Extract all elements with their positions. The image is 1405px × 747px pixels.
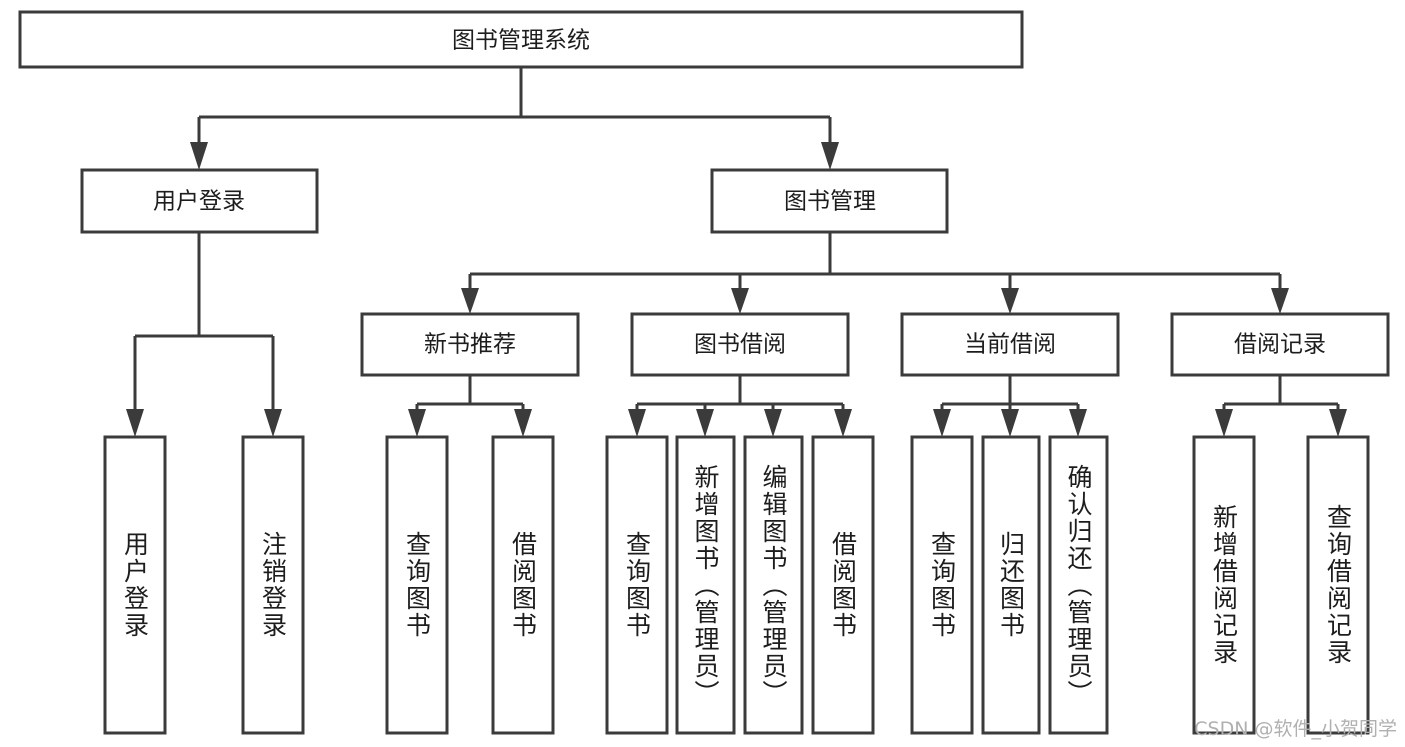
connector-group-root-to-level2 — [190, 67, 839, 170]
node-borrow-records[interactable]: 借阅记录 — [1170, 312, 1390, 377]
node-book-management-label: 图书管理 — [784, 189, 876, 215]
arrowhead-leaf-cb-query — [933, 409, 951, 437]
leaf-boxes-borrow-records — [1192, 435, 1370, 735]
arrowhead-book-mgmt — [821, 142, 839, 170]
arrowhead-current-borrow — [1001, 288, 1019, 314]
node-root-box — [18, 10, 1024, 69]
connector-group-new-book-recommend-children — [408, 375, 532, 437]
arrowhead-leaf-cb-confirm — [1069, 409, 1087, 437]
arrowhead-borrow-records — [1271, 288, 1289, 314]
node-user-login-label: 用户登录 — [153, 189, 245, 215]
arrowhead-book-borrow — [731, 288, 749, 314]
node-book-borrow[interactable]: 图书借阅 — [630, 312, 850, 377]
arrowhead-new-book-recommend — [461, 288, 479, 314]
node-book-borrow-box — [630, 312, 850, 377]
node-book-borrow-label: 图书借阅 — [694, 332, 786, 358]
leaf-box-bb-borrow-book[interactable] — [811, 435, 875, 735]
connector-group-current-borrow-children — [933, 375, 1087, 437]
node-current-borrow[interactable]: 当前借阅 — [900, 312, 1120, 377]
leaf-boxes-current-borrow — [910, 435, 1109, 735]
leaf-boxes-user-login — [103, 435, 305, 735]
leaf-box-br-query-record[interactable] — [1306, 435, 1370, 735]
leaf-box-nbr-query-book[interactable] — [385, 435, 449, 735]
arrowhead-leaf-bb-add — [696, 409, 714, 437]
arrowhead-leaf-logout — [264, 409, 282, 437]
node-borrow-records-box — [1170, 312, 1390, 377]
arrowhead-leaf-bb-edit — [764, 409, 782, 437]
node-book-management[interactable]: 图书管理 — [710, 168, 949, 234]
arrowhead-leaf-bb-query — [628, 409, 646, 437]
node-root[interactable]: 图书管理系统 — [18, 10, 1024, 69]
connector-group-book-mgmt-children — [461, 232, 1289, 314]
arrowhead-leaf-nbr-query — [408, 409, 426, 437]
connector-group-user-login-children — [126, 232, 282, 437]
arrowhead-user-login — [190, 142, 208, 170]
node-new-book-recommend-box — [360, 312, 580, 377]
node-new-book-recommend-label: 新书推荐 — [424, 332, 516, 358]
arrowhead-leaf-br-query — [1329, 409, 1347, 437]
leaf-box-cb-return-book[interactable] — [981, 435, 1041, 735]
arrowhead-leaf-user-login — [126, 409, 144, 437]
leaf-box-bb-query-book[interactable] — [605, 435, 669, 735]
node-root-label: 图书管理系统 — [452, 28, 590, 54]
leaf-boxes-new-book-recommend — [385, 435, 555, 735]
node-book-management-box — [710, 168, 949, 234]
leaf-box-cb-query-book[interactable] — [910, 435, 974, 735]
leaf-box-bb-edit-book[interactable] — [743, 435, 804, 735]
node-borrow-records-label: 借阅记录 — [1234, 332, 1326, 358]
leaf-box-user-login[interactable] — [103, 435, 167, 735]
node-user-login-box — [80, 168, 319, 234]
arrowhead-leaf-cb-return — [1001, 409, 1019, 437]
node-current-borrow-box — [900, 312, 1120, 377]
connector-group-borrow-records-children — [1215, 375, 1347, 437]
node-user-login[interactable]: 用户登录 — [80, 168, 319, 234]
leaf-boxes-book-borrow — [605, 435, 875, 735]
leaf-box-nbr-borrow-book[interactable] — [491, 435, 555, 735]
arrowhead-leaf-br-add — [1215, 409, 1233, 437]
leaf-box-cb-confirm-return[interactable] — [1048, 435, 1109, 735]
node-current-borrow-label: 当前借阅 — [964, 332, 1056, 358]
connector-group-book-borrow-children — [628, 375, 852, 437]
leaf-box-br-add-record[interactable] — [1192, 435, 1256, 735]
leaf-box-logout[interactable] — [241, 435, 305, 735]
leaf-box-bb-add-book[interactable] — [675, 435, 736, 735]
arrowhead-leaf-nbr-borrow — [514, 409, 532, 437]
arrowhead-leaf-bb-borrow — [834, 409, 852, 437]
node-new-book-recommend[interactable]: 新书推荐 — [360, 312, 580, 377]
